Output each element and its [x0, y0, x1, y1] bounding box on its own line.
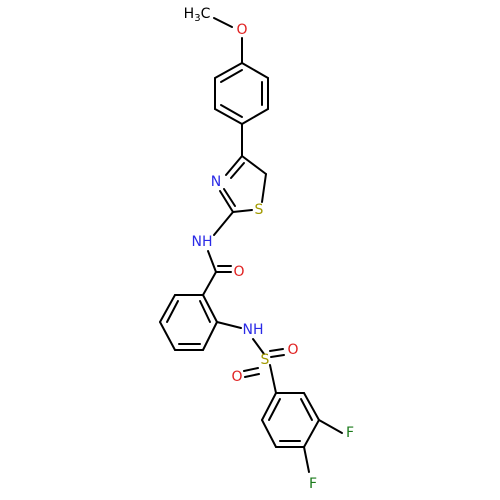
thiazole-sulfur-label: S — [255, 202, 264, 218]
methyl-label: H3C — [184, 6, 211, 24]
sulfonyl-sulfur-label: S — [261, 352, 270, 368]
amide-nh-label: NH — [192, 234, 213, 250]
sulfonyl-oxygen-1-label: O — [287, 342, 298, 358]
fluoro-1-label: F — [346, 425, 354, 441]
methoxyphenyl-ring — [214, 62, 269, 125]
methoxy-oxygen-label: O — [236, 22, 247, 38]
atom-labels: H3C O N S NH O NH S O O F F — [184, 6, 354, 492]
benzamide-ring — [159, 294, 218, 351]
difluorophenyl-ring — [261, 392, 343, 473]
methoxy-group — [213, 17, 243, 64]
sulfonamide-nh-label: NH — [243, 322, 264, 338]
fluoro-2-label: F — [309, 476, 317, 492]
amide-oxygen-label: O — [233, 264, 244, 280]
sulfonamide-group — [216, 321, 285, 394]
sulfonyl-oxygen-2-label: O — [231, 369, 242, 385]
thiazole-ring — [219, 155, 267, 213]
bond-c-o — [213, 17, 233, 28]
thiazole-nitrogen-label: N — [211, 174, 221, 190]
amide-group — [202, 211, 234, 296]
